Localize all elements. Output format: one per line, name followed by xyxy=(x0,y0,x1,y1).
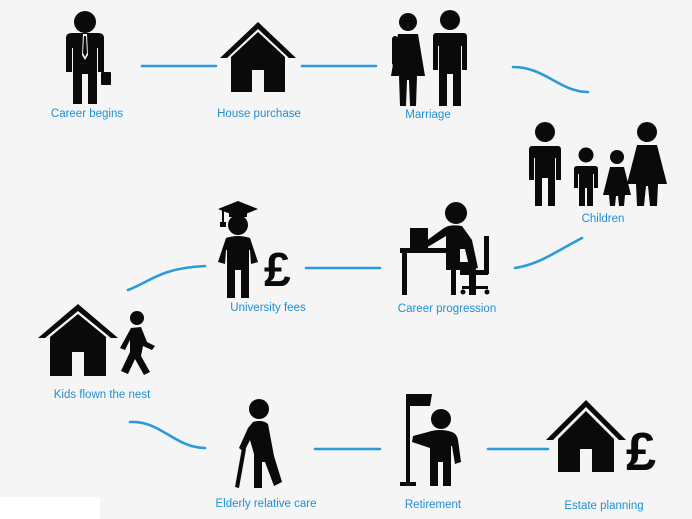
label-career-begins: Career begins xyxy=(50,108,124,120)
family-icon xyxy=(529,122,667,206)
label-retirement: Retirement xyxy=(404,499,462,511)
connector-university-to-kids xyxy=(126,264,207,292)
label-house-purchase: House purchase xyxy=(217,108,301,120)
businessman-icon xyxy=(66,11,111,104)
label-university-fees: University fees xyxy=(230,302,306,314)
university-pound-symbol: £ xyxy=(264,244,291,297)
corner-patch xyxy=(0,497,100,519)
connectors xyxy=(126,64,590,451)
label-children: Children xyxy=(581,213,625,225)
label-marriage: Marriage xyxy=(405,109,451,121)
connector-children-to-career xyxy=(513,236,584,270)
couple-icon xyxy=(391,10,467,106)
label-estate-planning: Estate planning xyxy=(564,500,644,512)
label-career-progression: Career progression xyxy=(397,303,497,315)
flag-person-icon xyxy=(400,394,461,486)
connector-marriage-to-children xyxy=(511,65,590,94)
house-icon xyxy=(220,22,296,92)
house-pound-icon: £ xyxy=(546,400,656,482)
connector-kids-to-elderly xyxy=(128,420,207,450)
house-walker-icon xyxy=(38,304,155,376)
label-elderly-relative-care: Elderly relative care xyxy=(215,498,317,510)
desk-worker-icon xyxy=(400,202,490,295)
label-kids-flown-the-nest: Kids flown the nest xyxy=(53,389,151,401)
estate-pound-symbol: £ xyxy=(626,422,656,482)
elderly-cane-icon xyxy=(235,399,282,488)
graduate-pound-icon: £ xyxy=(218,201,291,298)
